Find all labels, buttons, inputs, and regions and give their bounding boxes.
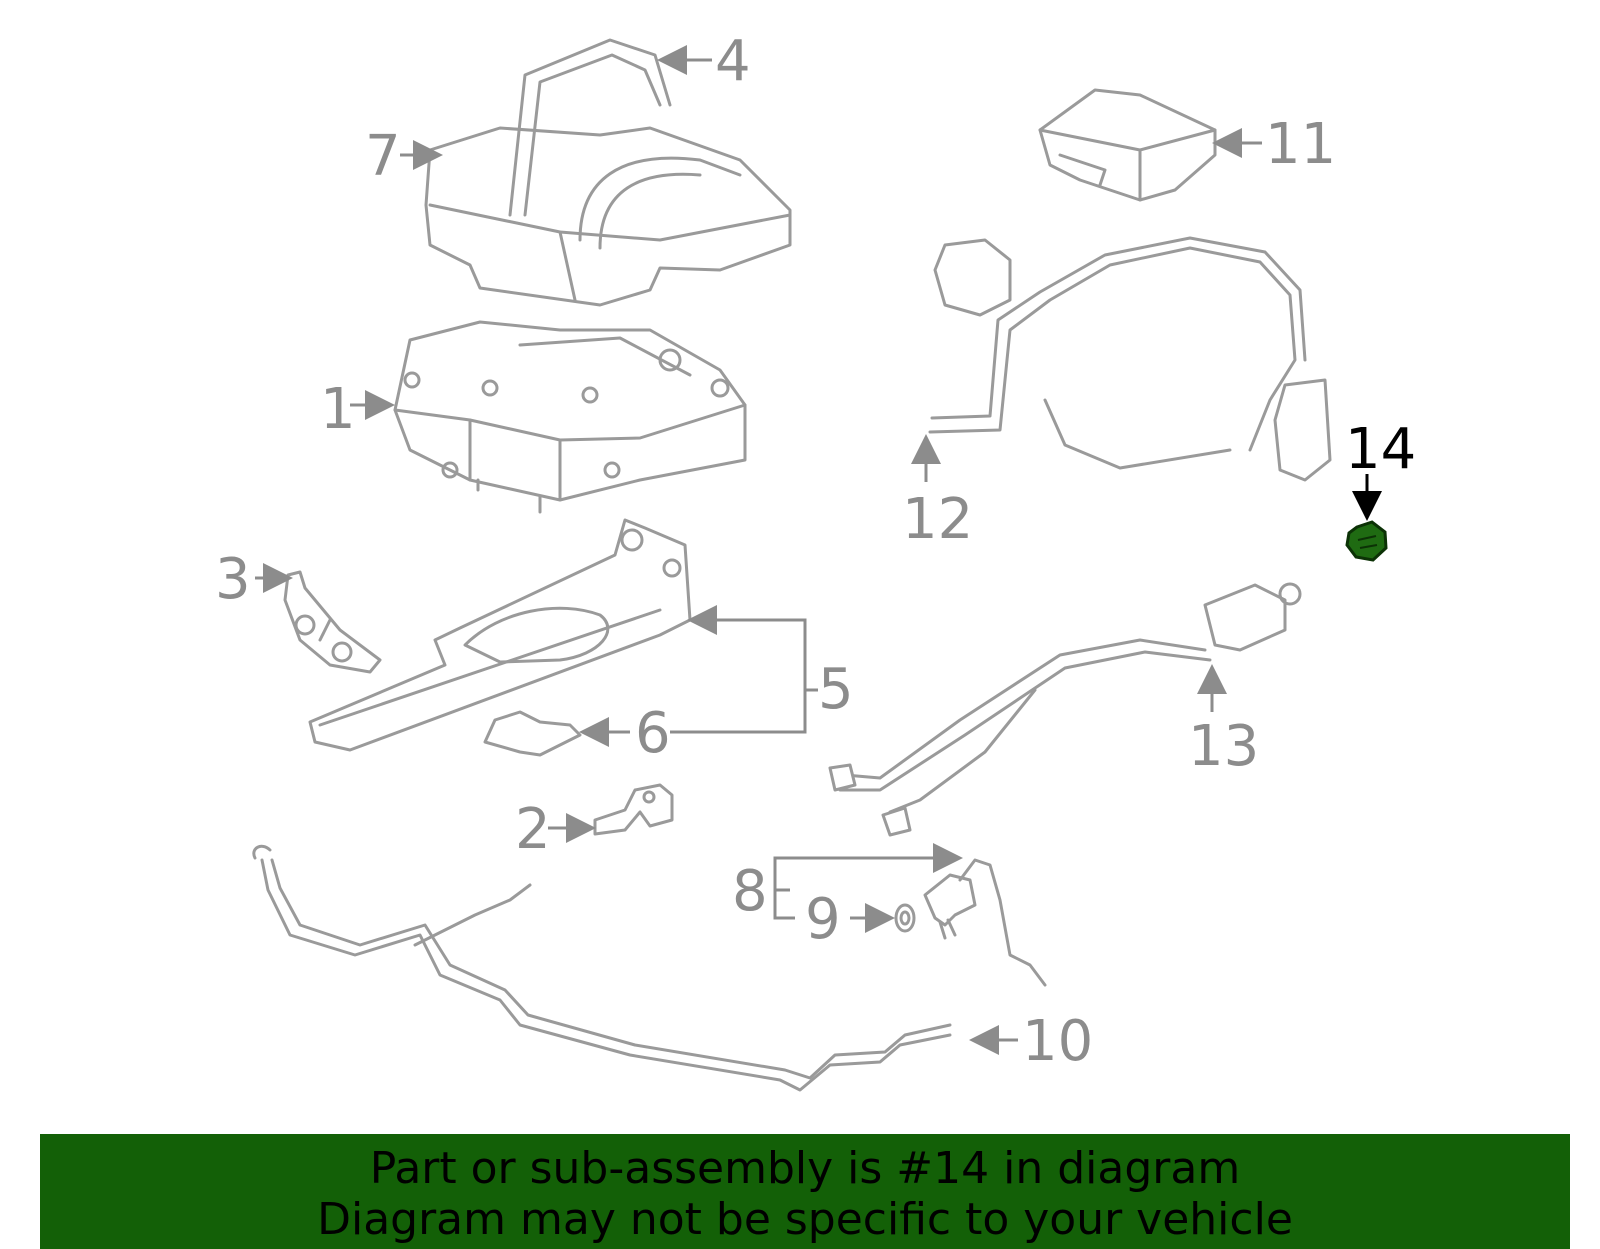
banner-line-disclaimer: Diagram may not be specific to your vehi… bbox=[317, 1194, 1293, 1245]
part-2-clip[interactable] bbox=[593, 783, 674, 836]
callout-3: 3 bbox=[215, 547, 251, 612]
info-banner: Part or sub-assembly is #14 in diagram D… bbox=[40, 1134, 1570, 1249]
part-7-cover[interactable] bbox=[424, 126, 792, 307]
banner-line-part: Part or sub-assembly is #14 in diagram bbox=[369, 1143, 1241, 1194]
leader-lines bbox=[255, 45, 1382, 1055]
callout-9: 9 bbox=[805, 887, 841, 952]
part-1-module[interactable] bbox=[393, 320, 747, 514]
parts-diagram: 4 7 1 3 5 6 2 8 9 10 11 12 13 14 bbox=[215, 29, 1416, 1092]
part-11-module[interactable] bbox=[1038, 88, 1217, 202]
part-13-cable[interactable] bbox=[828, 582, 1302, 837]
part-6-pad[interactable] bbox=[483, 710, 582, 757]
part-12-harness[interactable] bbox=[928, 236, 1332, 482]
callout-labels: 4 7 1 3 5 6 2 8 9 10 11 12 13 14 bbox=[215, 29, 1416, 1074]
callout-4: 4 bbox=[715, 29, 751, 94]
callout-13: 13 bbox=[1188, 714, 1259, 779]
callout-12: 12 bbox=[902, 487, 973, 552]
callout-6: 6 bbox=[635, 701, 671, 766]
part-3-bracket[interactable] bbox=[283, 570, 382, 674]
part-5-bracket[interactable] bbox=[308, 518, 692, 752]
callout-14: 14 bbox=[1345, 417, 1416, 482]
callout-11: 11 bbox=[1265, 112, 1336, 177]
callout-8: 8 bbox=[732, 859, 768, 924]
part-8-valve[interactable] bbox=[923, 858, 1047, 987]
callout-10: 10 bbox=[1022, 1009, 1093, 1074]
callout-2: 2 bbox=[515, 797, 551, 862]
callout-5: 5 bbox=[818, 657, 854, 722]
part-10-cable[interactable] bbox=[252, 844, 952, 1092]
part-9-washer[interactable] bbox=[894, 903, 916, 933]
callout-1: 1 bbox=[320, 377, 356, 442]
callout-7: 7 bbox=[365, 124, 401, 189]
part-14-nut[interactable] bbox=[1345, 520, 1388, 562]
